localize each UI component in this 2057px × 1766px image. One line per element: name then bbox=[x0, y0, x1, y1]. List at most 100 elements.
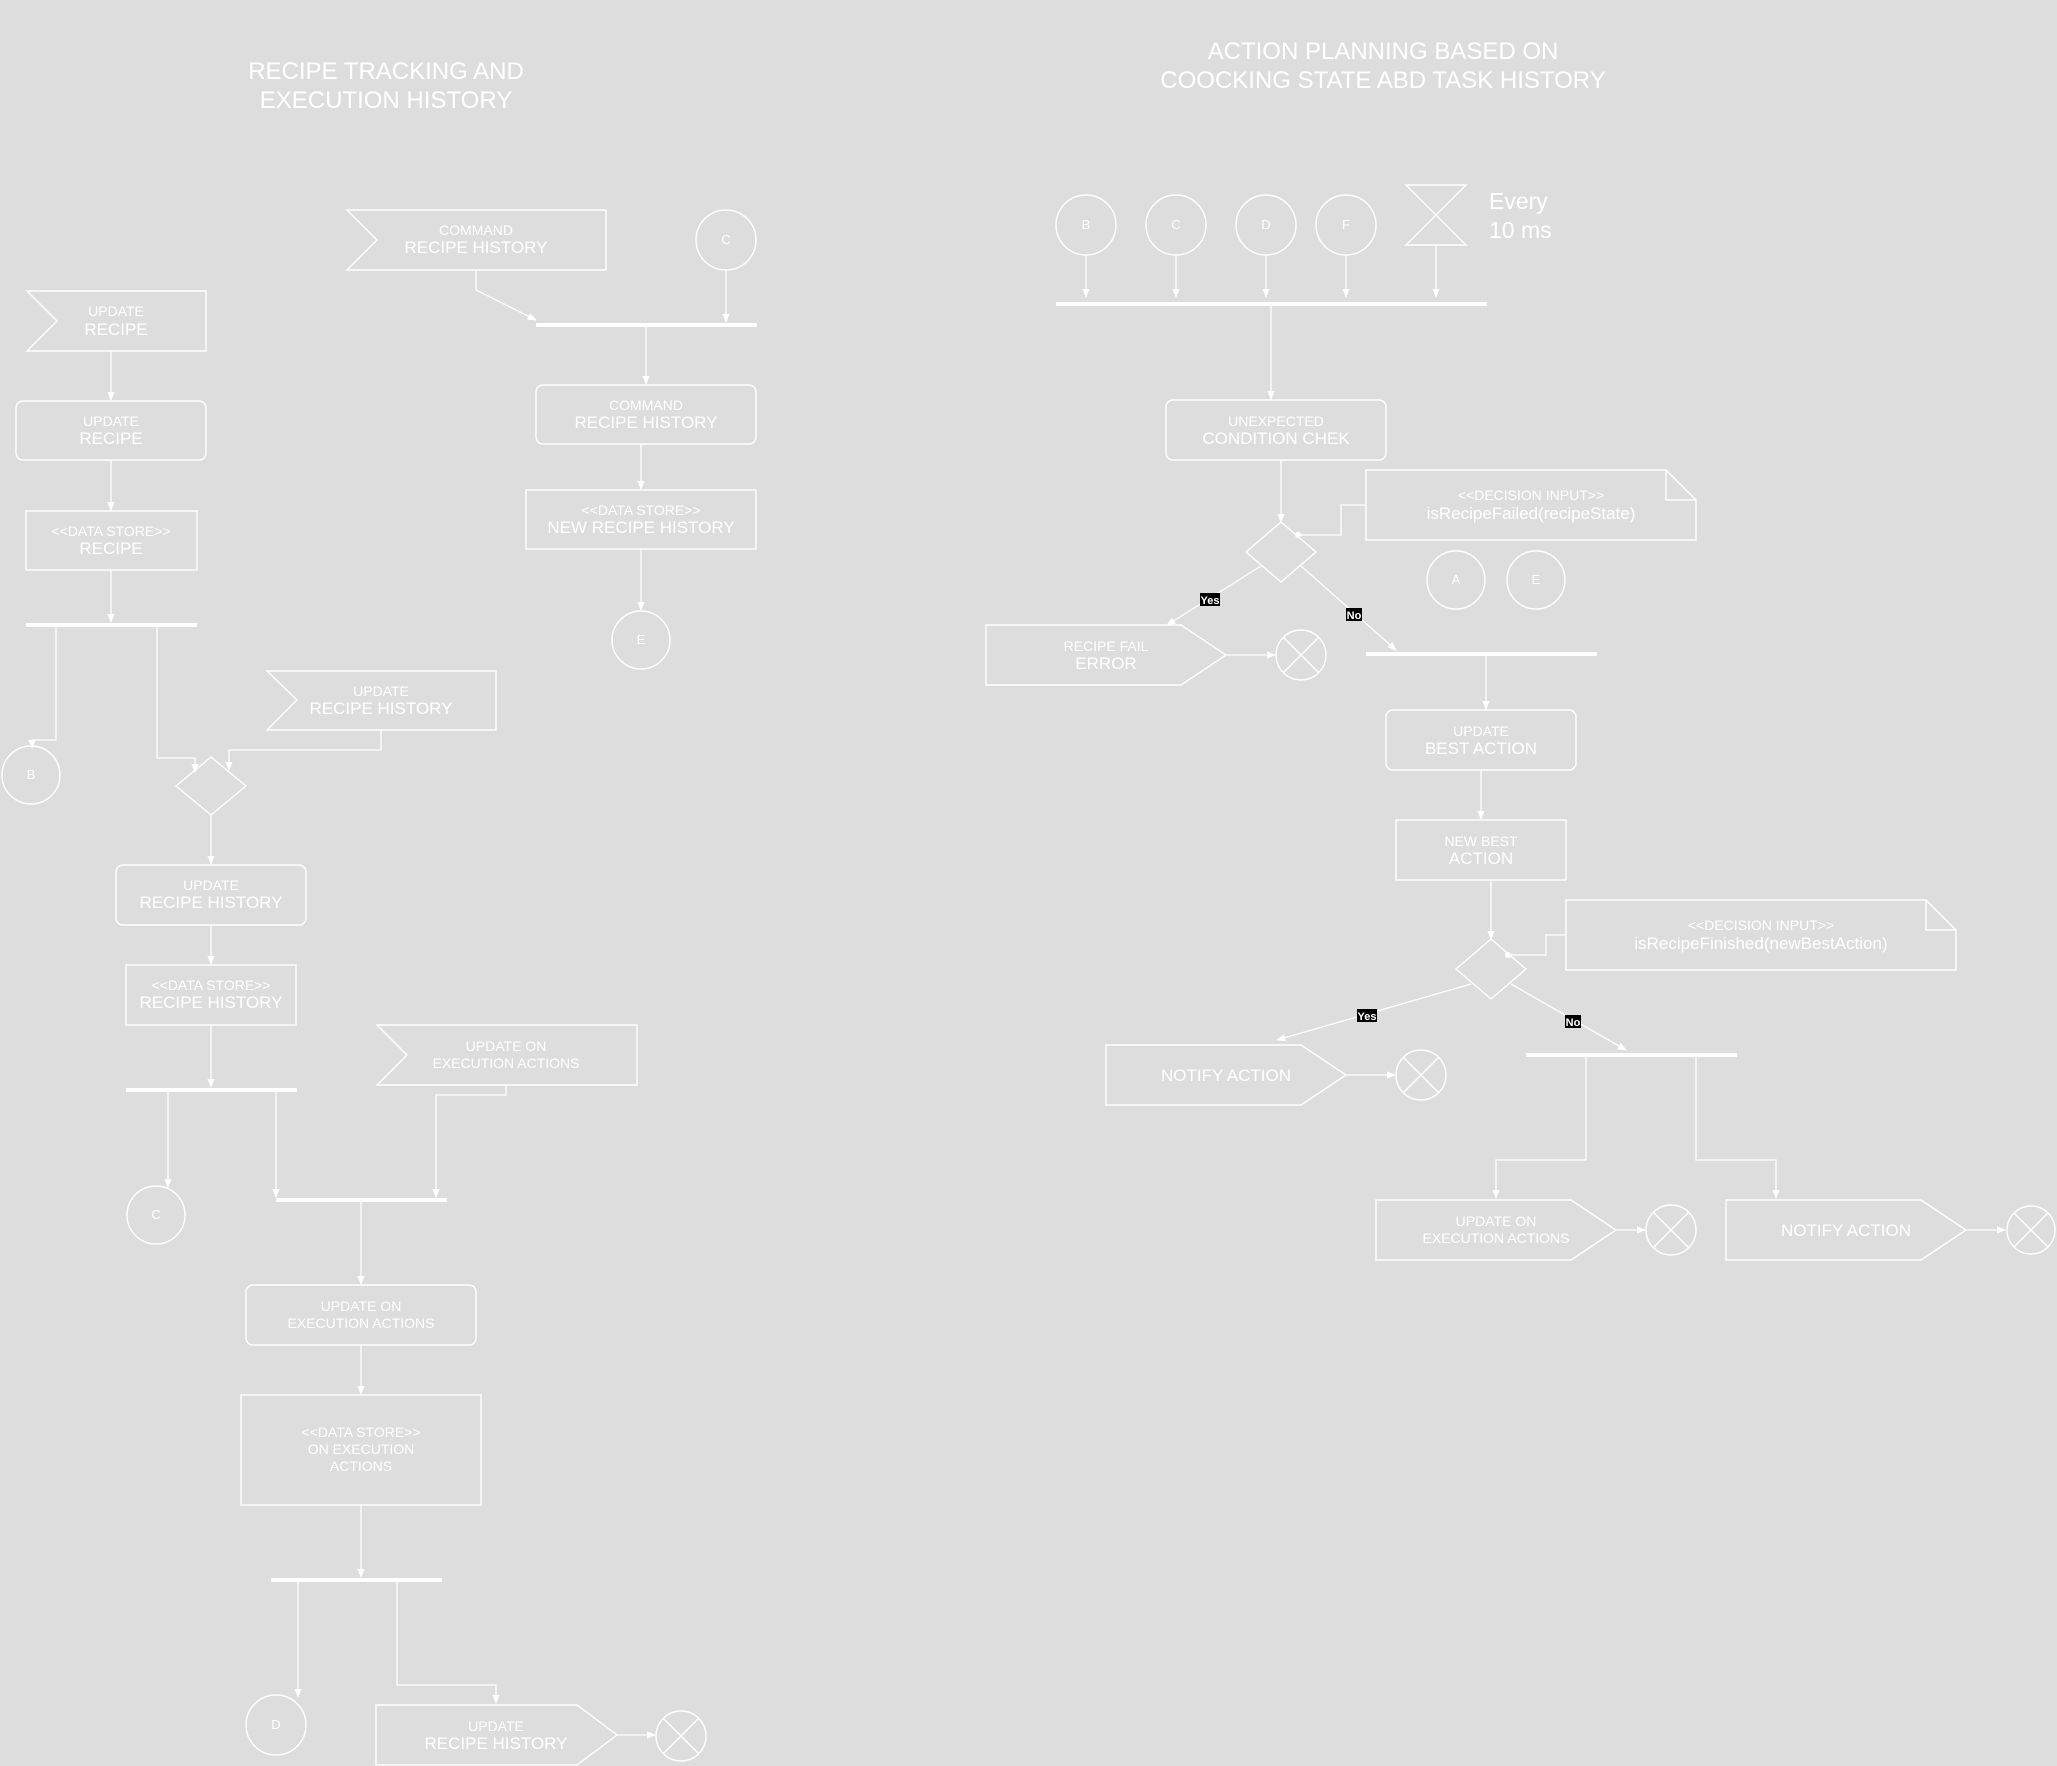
decision1-yes-text: Yes bbox=[1201, 595, 1220, 607]
update-recipe-history-signal[interactable]: UPDATE RECIPE HISTORY bbox=[265, 670, 497, 731]
decision-input-finished-note[interactable]: <<DECISION INPUT>> isRecipeFinished(newB… bbox=[1565, 899, 1957, 971]
edge-command-signal-to-join bbox=[475, 270, 537, 321]
decision-input-failed-note[interactable]: <<DECISION INPUT>> isRecipeFailed(recipe… bbox=[1365, 469, 1697, 541]
connector-b-left-label: B bbox=[27, 767, 36, 782]
edge-fork-to-exec-signal bbox=[1492, 1055, 1587, 1199]
update-history-signal-line1: UPDATE bbox=[353, 683, 409, 699]
recipe-data-store[interactable]: <<DATA STORE>> RECIPE bbox=[25, 510, 198, 571]
decision1-no-label: No bbox=[1346, 608, 1362, 622]
decision2-yes-text: Yes bbox=[1358, 1011, 1377, 1023]
update-recipe-signal-line2: RECIPE bbox=[84, 320, 147, 339]
send-history-line2: RECIPE HISTORY bbox=[425, 1734, 568, 1753]
update-recipe-action[interactable]: UPDATE RECIPE bbox=[15, 400, 207, 461]
history-store-line1: <<DATA STORE>> bbox=[151, 977, 270, 993]
left-title-line1: RECIPE TRACKING AND bbox=[248, 58, 524, 85]
exec-signal-right-line2: EXECUTION ACTIONS bbox=[1422, 1230, 1569, 1246]
connector-c-mid-label: C bbox=[151, 1207, 160, 1222]
timer-line1: Every bbox=[1489, 188, 1548, 214]
connector-c-right[interactable]: C bbox=[1145, 194, 1207, 256]
notify-action-signal-1[interactable]: NOTIFY ACTION bbox=[1105, 1044, 1348, 1106]
exec-signal-line1: UPDATE ON bbox=[466, 1038, 547, 1054]
exec-store-line1: <<DATA STORE>> bbox=[301, 1424, 420, 1440]
edge-fork3-to-send bbox=[396, 1580, 500, 1704]
new-best-action-object[interactable]: NEW BEST ACTION bbox=[1395, 819, 1567, 881]
update-recipe-action-line1: UPDATE bbox=[83, 413, 139, 429]
new-recipe-history-store[interactable]: <<DATA STORE>> NEW RECIPE HISTORY bbox=[525, 489, 757, 550]
right-title-line2: COOCKING STATE ABD TASK HISTORY bbox=[1160, 67, 1605, 94]
execution-actions-store[interactable]: <<DATA STORE>> ON EXECUTION ACTIONS bbox=[240, 1394, 482, 1506]
connector-b-left[interactable]: B bbox=[1, 745, 61, 805]
left-diagram-title: RECIPE TRACKING AND EXECUTION HISTORY bbox=[248, 58, 524, 114]
execution-actions-signal[interactable]: UPDATE ON EXECUTION ACTIONS bbox=[375, 1024, 638, 1086]
connector-c-top[interactable]: C bbox=[695, 209, 757, 271]
decision-node-finished bbox=[1454, 938, 1528, 1000]
merge-node-left bbox=[174, 756, 248, 816]
connector-d-left[interactable]: D bbox=[245, 1694, 307, 1756]
update-history-action-line1: UPDATE bbox=[183, 877, 239, 893]
right-title-line1: ACTION PLANNING BASED ON bbox=[1208, 38, 1559, 65]
connector-a-right[interactable]: A bbox=[1426, 550, 1486, 610]
send-history-line1: UPDATE bbox=[468, 1718, 524, 1734]
notify-action-signal-2[interactable]: NOTIFY ACTION bbox=[1725, 1199, 1968, 1261]
decision1-note-line1: <<DECISION INPUT>> bbox=[1458, 487, 1604, 503]
timer-line2: 10 ms bbox=[1489, 217, 1552, 243]
command-recipe-history-action[interactable]: COMMAND RECIPE HISTORY bbox=[535, 384, 757, 445]
execution-actions-signal-right[interactable]: UPDATE ON EXECUTION ACTIONS bbox=[1375, 1199, 1618, 1261]
flow-final-fail bbox=[1275, 629, 1327, 681]
command-recipe-history-signal[interactable]: COMMAND RECIPE HISTORY bbox=[345, 209, 607, 271]
fail-signal-line1: RECIPE FAIL bbox=[1064, 638, 1149, 654]
send-recipe-history-signal[interactable]: UPDATE RECIPE HISTORY bbox=[375, 1704, 619, 1766]
notify1-label: NOTIFY ACTION bbox=[1161, 1066, 1291, 1085]
edge-fork-to-notify2 bbox=[1695, 1055, 1780, 1199]
exec-store-line3: ACTIONS bbox=[330, 1458, 392, 1474]
command-action-line2: RECIPE HISTORY bbox=[575, 413, 718, 432]
flow-final-left bbox=[655, 1710, 707, 1762]
decision2-note-line1: <<DECISION INPUT>> bbox=[1688, 917, 1834, 933]
connector-f-right[interactable]: F bbox=[1315, 194, 1377, 256]
best-action-line1: UPDATE bbox=[1453, 723, 1509, 739]
recipe-fail-error-signal[interactable]: RECIPE FAIL ERROR bbox=[985, 624, 1228, 686]
command-signal-line1: COMMAND bbox=[439, 222, 513, 238]
update-recipe-signal[interactable]: UPDATE RECIPE bbox=[25, 290, 207, 352]
update-recipe-history-action[interactable]: UPDATE RECIPE HISTORY bbox=[115, 864, 307, 926]
edge-fork1-to-b bbox=[28, 625, 57, 749]
decision2-note-line2: isRecipeFinished(newBestAction) bbox=[1634, 934, 1887, 953]
check-action-line2: CONDITION CHEK bbox=[1202, 429, 1350, 448]
left-title-line2: EXECUTION HISTORY bbox=[260, 87, 513, 114]
new-best-line2: ACTION bbox=[1449, 849, 1513, 868]
note1-anchor-dot bbox=[1295, 532, 1301, 538]
connector-d-left-label: D bbox=[271, 1717, 280, 1732]
connector-e-left[interactable]: E bbox=[611, 610, 671, 670]
decision2-yes-label: Yes bbox=[1357, 1009, 1377, 1023]
note2-anchor-dot bbox=[1505, 952, 1511, 958]
connector-b-right-label: B bbox=[1082, 217, 1091, 232]
fail-signal-line2: ERROR bbox=[1075, 654, 1136, 673]
connector-b-right[interactable]: B bbox=[1055, 194, 1117, 256]
connector-d-right[interactable]: D bbox=[1235, 194, 1297, 256]
connector-e-right[interactable]: E bbox=[1506, 550, 1566, 610]
update-history-action-line2: RECIPE HISTORY bbox=[140, 893, 283, 912]
edge-history-signal-to-merge bbox=[225, 730, 382, 771]
exec-signal-right-line1: UPDATE ON bbox=[1456, 1213, 1537, 1229]
exec-action-line2: EXECUTION ACTIONS bbox=[287, 1315, 434, 1331]
connector-f-right-label: F bbox=[1342, 217, 1350, 232]
decision1-note-line2: isRecipeFailed(recipeState) bbox=[1427, 504, 1636, 523]
execution-actions-action[interactable]: UPDATE ON EXECUTION ACTIONS bbox=[245, 1284, 477, 1346]
connector-c-right-label: C bbox=[1171, 217, 1180, 232]
edge-note2-to-decision bbox=[1508, 934, 1566, 956]
recipe-history-store[interactable]: <<DATA STORE>> RECIPE HISTORY bbox=[125, 964, 297, 1026]
update-best-action[interactable]: UPDATE BEST ACTION bbox=[1385, 709, 1577, 771]
connector-c-mid[interactable]: C bbox=[126, 1185, 186, 1245]
timer-label: Every 10 ms bbox=[1489, 188, 1552, 243]
unexpected-condition-check-action[interactable]: UNEXPECTED CONDITION CHEK bbox=[1165, 399, 1387, 461]
right-diagram-title: ACTION PLANNING BASED ON COOCKING STATE … bbox=[1160, 38, 1605, 94]
command-signal-line2: RECIPE HISTORY bbox=[405, 238, 548, 257]
decision2-no-label: No bbox=[1565, 1015, 1581, 1029]
command-action-line1: COMMAND bbox=[609, 397, 683, 413]
exec-signal-line2: EXECUTION ACTIONS bbox=[432, 1055, 579, 1071]
recipe-store-line1: <<DATA STORE>> bbox=[51, 523, 170, 539]
edge-fork1-to-merge bbox=[156, 625, 199, 773]
decision1-yes-label: Yes bbox=[1200, 593, 1220, 607]
update-history-signal-line2: RECIPE HISTORY bbox=[310, 699, 453, 718]
